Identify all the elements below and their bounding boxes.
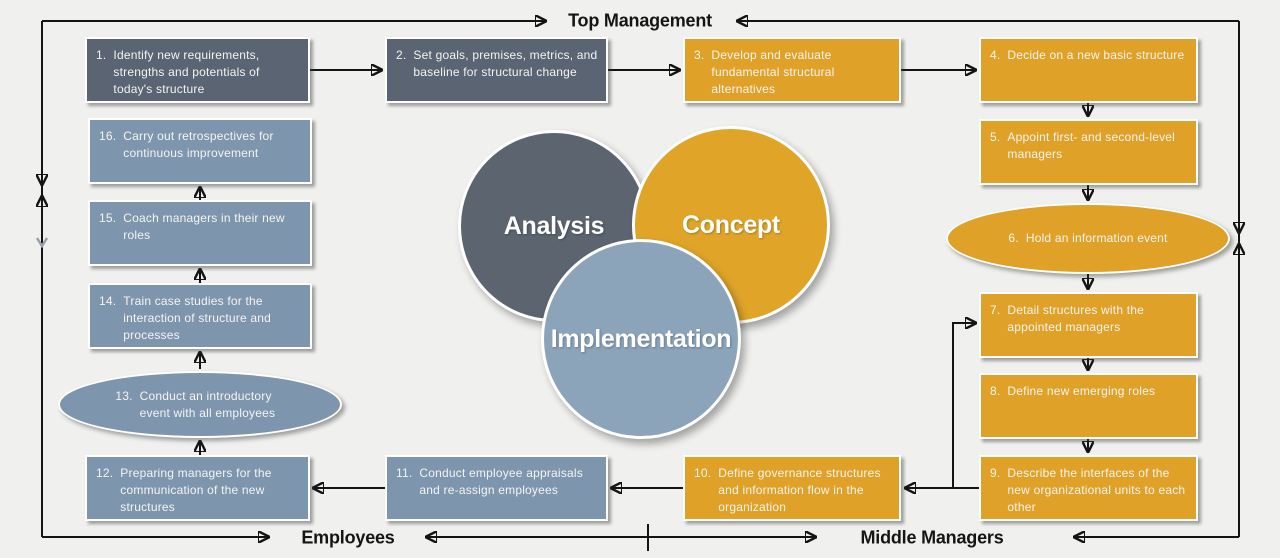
venn-concept-label: Concept [682, 210, 780, 239]
step-text: Hold an information event [1025, 231, 1168, 245]
step-9-box: 9. Describe the interfaces of the new or… [979, 455, 1198, 521]
step-15-box: 15. Coach managers in their new roles [88, 200, 312, 266]
step-text: Carry out retrospectives for continuous … [123, 129, 274, 160]
step-7-box: 7. Detail structures with the appointed … [979, 292, 1198, 358]
step-number: 10. [694, 466, 712, 480]
step-text: Develop and evaluate fundamental structu… [711, 48, 835, 96]
step-text: Define new emerging roles [1007, 384, 1156, 398]
step-number: 3. [694, 48, 705, 62]
label-employees: Employees [301, 527, 395, 548]
step-number: 11. [396, 466, 413, 480]
step-number: 6. [1008, 231, 1019, 245]
step-text: Identify new requirements, strengths and… [113, 48, 260, 96]
step-number: 15. [99, 211, 117, 225]
step-number: 12. [96, 466, 114, 480]
step-3-box: 3. Develop and evaluate fundamental stru… [683, 37, 901, 103]
venn-analysis-label: Analysis [503, 211, 605, 240]
step-number: 16. [99, 129, 117, 143]
step-6-ellipse: 6. Hold an information event [946, 203, 1230, 274]
step-text: Decide on a new basic structure [1007, 48, 1185, 62]
flow-arrows [200, 70, 1088, 488]
venn-implementation-circle: Implementation [541, 239, 741, 439]
step-14-box: 14. Train case studies for the interacti… [88, 283, 312, 349]
step-4-box: 4. Decide on a new basic structure [979, 37, 1198, 103]
step-number: 9. [990, 466, 1001, 480]
step-number: 1. [96, 48, 107, 62]
step-number: 8. [990, 384, 1001, 398]
label-top-management: Top Management [568, 10, 712, 31]
step-text: Coach managers in their new roles [123, 211, 285, 242]
step-13-ellipse: 13. Conduct an introductory event with a… [58, 371, 342, 438]
step-text: Appoint first- and second-level managers [1007, 130, 1176, 161]
step-8-box: 8. Define new emerging roles [979, 373, 1198, 439]
step-number: 4. [990, 48, 1001, 62]
step-number: 13. [115, 388, 133, 403]
venn-implementation-label: Implementation [550, 324, 732, 353]
label-middle-managers: Middle Managers [860, 527, 1004, 548]
step-text: Conduct employee appraisals and re-assig… [419, 466, 583, 497]
step-text: Preparing managers for the communication… [120, 466, 272, 514]
step-number: 5. [990, 130, 1001, 144]
step-number: 14. [99, 294, 117, 308]
step-text: Define governance structures and informa… [718, 466, 881, 514]
step-text: Set goals, premises, metrics, and baseli… [413, 48, 598, 79]
step-text: Describe the interfaces of the new organ… [1007, 466, 1186, 514]
step-2-box: 2. Set goals, premises, metrics, and bas… [385, 37, 608, 103]
step-text: Conduct an introductory event with all e… [139, 388, 276, 420]
step-number: 2. [396, 48, 407, 62]
step-1-box: 1. Identify new requirements, strengths … [85, 37, 310, 103]
step-12-box: 12. Preparing managers for the communica… [85, 455, 310, 521]
step-11-box: 11. Conduct employee appraisals and re-a… [385, 455, 608, 521]
step-10-box: 10. Define governance structures and inf… [683, 455, 901, 521]
step-number: 7. [990, 303, 1001, 317]
step-text: Train case studies for the interaction o… [123, 294, 271, 342]
outer-boundary-lines [35, 21, 1239, 551]
step-text: Detail structures with the appointed man… [1007, 303, 1145, 334]
step-16-box: 16. Carry out retrospectives for continu… [88, 118, 312, 184]
step-5-box: 5. Appoint first- and second-level manag… [979, 119, 1198, 185]
